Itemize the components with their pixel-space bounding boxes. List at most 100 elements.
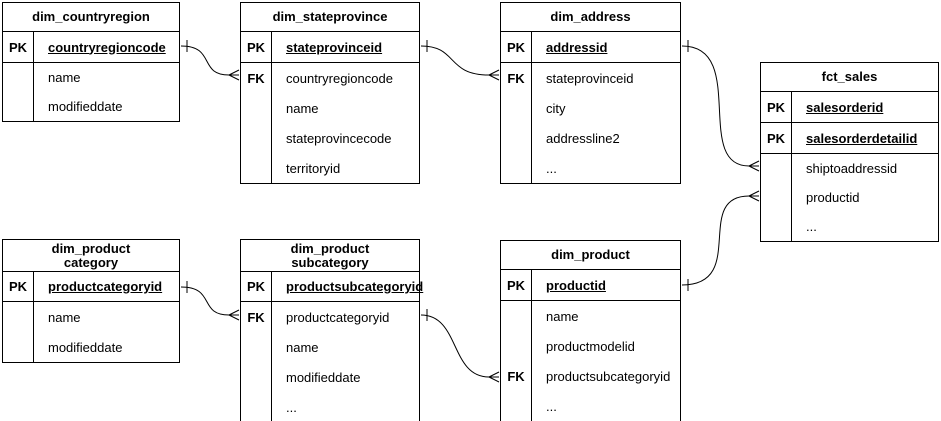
row-key [761,212,792,241]
crow-foot-icon [488,69,500,81]
row-key [3,332,34,362]
row-key [3,92,34,121]
row-key [241,332,272,362]
row-key: PK [3,272,34,301]
table-dim-address[interactable]: dim_address PK addressid FK stateprovinc… [500,2,681,184]
row-key [501,331,532,361]
table-dim-countryregion[interactable]: dim_countryregion PK countryregioncode n… [2,2,180,122]
table-dim-product[interactable]: dim_product PK productid name productmod… [500,240,681,421]
row-field: shiptoaddressid [806,161,898,176]
row-key [241,362,272,392]
row-field: addressid [546,39,608,55]
row-field: city [546,100,566,116]
table-row: territoryid [241,153,419,183]
row-field: name [48,309,81,325]
table-title: dim_stateprovince [241,3,419,32]
row-key [501,153,532,183]
table-row: productid [761,183,938,212]
row-field: countryregioncode [286,70,393,86]
crow-foot-icon [228,309,240,321]
row-key [501,391,532,421]
row-field: modifieddate [48,339,123,355]
row-key: FK [241,302,272,332]
row-key: PK [761,123,792,153]
edge-product-fctsales [681,190,760,291]
table-dim-product-subcategory[interactable]: dim_product subcategory PK productsubcat… [240,239,423,421]
table-row: productmodelid [501,331,680,361]
row-field: ... [286,399,297,415]
table-title: dim_product subcategory [241,240,419,272]
row-field: stateprovinceid [286,39,383,55]
row-field: productcategoryid [48,279,163,294]
table-row: name [501,301,680,331]
row-field: stateprovinceid [546,70,634,86]
edge-category-subcategory [180,281,240,321]
table-row: modifieddate [241,362,419,392]
edge-subcategory-product [420,309,500,383]
table-row: modifieddate [3,92,179,121]
row-key: FK [501,63,532,93]
table-row: PK addressid [501,32,680,63]
row-key [501,93,532,123]
row-key [761,154,792,183]
table-fct-sales[interactable]: fct_sales PK salesorderid PK salesorderd… [760,62,939,242]
table-row: shiptoaddressid [761,154,938,183]
row-field: name [286,100,319,116]
row-key [501,301,532,331]
table-row: FK countryregioncode [241,63,419,93]
table-row: FK stateprovinceid [501,63,680,93]
row-field: productid [546,277,606,293]
table-row: ... [241,392,419,421]
table-dim-product-category[interactable]: dim_product category PK productcategoryi… [2,239,180,363]
row-key: PK [3,32,34,62]
row-field: productcategoryid [286,309,390,325]
row-key [241,93,272,123]
table-row: name [241,93,419,123]
edge-countryregion-stateprovince [180,40,240,81]
row-field: name [48,70,81,85]
row-field: countryregioncode [48,39,166,55]
row-key [241,123,272,153]
row-field: name [546,308,579,324]
row-key: FK [241,63,272,93]
row-key: PK [501,32,532,62]
table-row: ... [501,391,680,421]
row-key: PK [761,92,792,122]
table-row: name [241,332,419,362]
crow-foot-icon [748,190,760,202]
row-field: ... [546,398,557,414]
row-key [3,302,34,332]
row-key: PK [241,32,272,62]
table-row: stateprovincecode [241,123,419,153]
edge-stateprovince-address [420,40,500,81]
row-field: addressline2 [546,130,620,146]
table-row: FK productsubcategoryid [501,361,680,391]
row-field: productmodelid [546,338,635,354]
table-row: PK countryregioncode [3,32,179,63]
table-title: dim_address [501,3,680,32]
table-row: PK productcategoryid [3,272,179,302]
table-title: dim_product category [3,240,179,272]
row-field: modifieddate [48,99,123,114]
table-row: modifieddate [3,332,179,362]
table-row: PK salesorderid [761,92,938,123]
table-row: PK productsubcategoryid [241,272,423,302]
table-row: FK productcategoryid [241,302,419,332]
table-row: name [3,302,179,332]
table-row: PK salesorderdetailid [761,123,938,154]
table-row: PK stateprovinceid [241,32,419,63]
row-field: salesorderid [806,99,884,115]
row-key [761,183,792,212]
table-title: dim_product [501,241,680,270]
table-title: fct_sales [761,63,938,92]
row-field: productsubcategoryid [286,279,424,294]
row-field: ... [546,160,557,176]
table-title: dim_countryregion [3,3,179,32]
row-field: salesorderdetailid [806,130,918,146]
table-dim-stateprovince[interactable]: dim_stateprovince PK stateprovinceid FK … [240,2,420,184]
row-field: ... [806,219,817,234]
row-field: productid [806,190,860,205]
crow-foot-icon [748,160,760,172]
table-row: name [3,63,179,92]
